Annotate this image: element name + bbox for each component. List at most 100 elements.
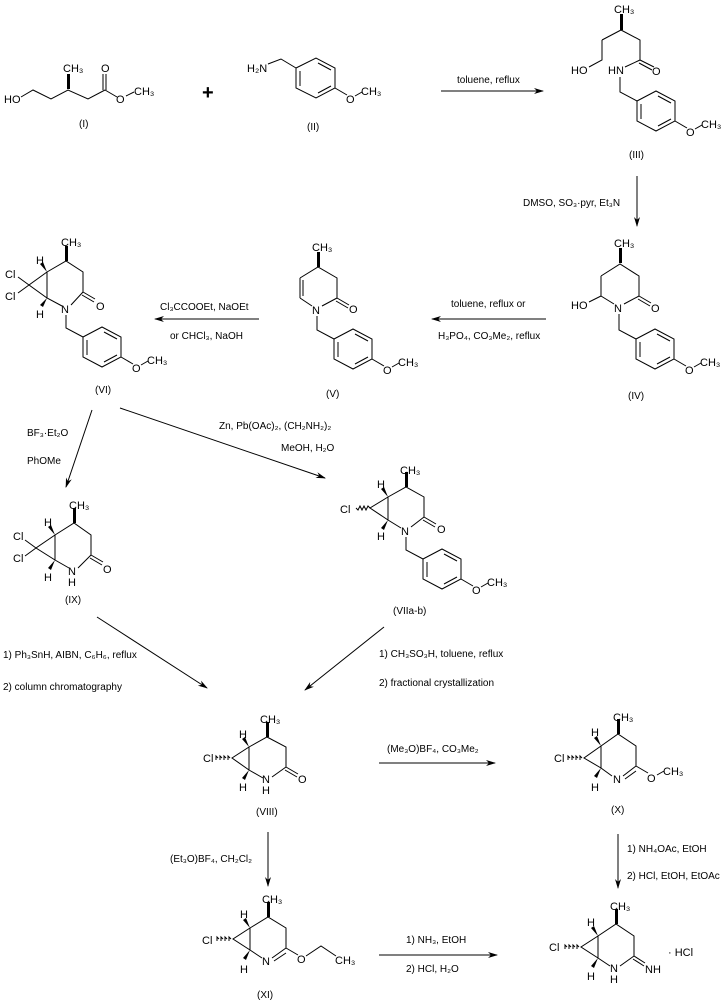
atom-O: O <box>686 127 695 139</box>
atom-H: H <box>262 785 270 797</box>
compound-label-XI: (XI) <box>257 990 273 1001</box>
atom-Cl: Cl <box>549 942 559 954</box>
atom-O: O <box>472 585 481 597</box>
atom-O: O <box>349 304 358 316</box>
atom-O: O <box>383 365 392 377</box>
conditions-step3-line2: H₃PO₄, CO₃Me₂, reflux <box>438 331 540 342</box>
hcl-salt: · HCl <box>668 947 693 959</box>
conditions-step3-line1: toluene, reflux or <box>451 299 526 310</box>
atom-CH3: CH₃ <box>147 355 167 367</box>
atom-CH3: CH₃ <box>262 894 282 906</box>
conditions-step8a-line1: 1) NH₄OAc, EtOH <box>627 844 707 855</box>
reaction-arrow-5a <box>65 409 93 488</box>
atom-N: N <box>262 774 270 786</box>
compound-final-product: CH₃ Cl H H N H NH · HCl <box>549 901 693 986</box>
conditions-step4-line1: Cl₃CCOOEt, NaOEt <box>160 302 249 313</box>
atom-CH3: CH₃ <box>613 712 633 724</box>
atom-HO: HO <box>571 65 588 77</box>
atom-H: H <box>36 255 44 267</box>
atom-H: H <box>239 782 247 794</box>
atom-Cl: Cl <box>5 291 15 303</box>
compound-label-IV: (IV) <box>628 391 644 402</box>
atom-H: H <box>44 517 52 529</box>
atom-O: O <box>116 94 125 106</box>
atom-CH3: CH₃ <box>260 714 280 726</box>
compound-label-III: (III) <box>629 150 644 161</box>
conditions-step4-line2: or CHCl₃, NaOH <box>170 331 243 342</box>
atom-H: H <box>591 782 599 794</box>
atom-O: O <box>101 63 110 75</box>
atom-N: N <box>68 566 76 578</box>
compound-V: CH₃ N O O CH₃ (V) <box>299 242 418 400</box>
atom-CH3: CH₃ <box>335 955 355 967</box>
atom-H: H <box>587 971 595 983</box>
atom-Cl: Cl <box>202 935 212 947</box>
compound-X: CH₃ Cl H H N O CH₃ (X) <box>554 712 683 816</box>
atom-CH3: CH₃ <box>312 242 332 254</box>
atom-O: O <box>132 363 141 375</box>
conditions-step8a-line2: 2) HCl, EtOH, EtOAc <box>627 871 720 882</box>
atom-H: H <box>587 917 595 929</box>
atom-CH3: CH₃ <box>400 465 420 477</box>
reaction-arrow-6a <box>96 616 208 689</box>
compound-label-VIII: (VIII) <box>256 807 278 818</box>
atom-HO: HO <box>4 94 21 106</box>
atom-H: H <box>610 974 618 986</box>
compound-II: H₂N O CH₃ (II) <box>247 57 381 133</box>
atom-Cl: Cl <box>13 531 23 543</box>
compound-VIII: CH₃ Cl H H N H O (VIII) <box>203 714 307 818</box>
atom-N: N <box>61 304 69 316</box>
atom-H2N: H₂N <box>247 63 267 75</box>
atom-O: O <box>647 773 656 785</box>
atom-CH3: CH₃ <box>701 119 721 131</box>
atom-N: N <box>613 774 621 786</box>
conditions-step6b-line2: 2) fractional crystallization <box>379 678 494 689</box>
compound-VI: CH₃ Cl Cl H H N O O CH₃ (VI) <box>5 237 167 396</box>
atom-CH3: CH₃ <box>398 357 418 369</box>
atom-O: O <box>685 365 694 377</box>
atom-CH3: CH₃ <box>69 500 89 512</box>
conditions-step5b-line1: Zn, Pb(OAc)₂, (CH₂NH₂)₂ <box>219 421 331 432</box>
reaction-arrow-5b <box>119 407 326 479</box>
atom-O: O <box>103 564 112 576</box>
compound-IX: CH₃ Cl Cl H H N H O (IX) <box>13 500 112 606</box>
conditions-step7b: (Et₃O)BF₄, CH₂Cl₂ <box>170 854 252 865</box>
atom-HN: HN <box>608 65 624 77</box>
compound-label-IX: (IX) <box>65 595 81 606</box>
conditions-step6a-line1: 1) Ph₃SnH, AIBN, C₆H₆, reflux <box>3 650 137 661</box>
conditions-step1: toluene, reflux <box>457 75 520 86</box>
conditions-step5a-line2: PhOMe <box>27 456 61 467</box>
compound-label-II: (II) <box>307 122 319 133</box>
atom-O: O <box>298 774 307 786</box>
atom-Cl: Cl <box>5 269 15 281</box>
atom-H: H <box>239 729 247 741</box>
atom-CH3: CH₃ <box>361 86 381 98</box>
atom-O: O <box>96 301 105 313</box>
conditions-step8b-line1: 1) NH₃, EtOH <box>406 935 466 946</box>
atom-O: O <box>437 524 446 536</box>
atom-CH3: CH₃ <box>610 901 630 913</box>
atom-CH3: CH₃ <box>63 63 83 75</box>
atom-O: O <box>346 94 355 106</box>
conditions-step2: DMSO, SO₃·pyr, Et₃N <box>523 198 620 209</box>
atom-NH: NH <box>645 964 661 976</box>
atom-N: N <box>614 303 622 315</box>
atom-H: H <box>591 727 599 739</box>
atom-N: N <box>401 526 409 538</box>
conditions-step6a-line2: 2) column chromatography <box>3 682 122 693</box>
atom-CH3: CH₃ <box>663 766 683 778</box>
compound-III: CH₃ HO O HN O CH₃ (III) <box>571 4 721 161</box>
conditions-step7a: (Me₃O)BF₄, CO₃Me₂ <box>387 744 479 755</box>
atom-H: H <box>240 964 248 976</box>
conditions-step6b-line1: 1) CH₃SO₃H, toluene, reflux <box>379 649 503 660</box>
atom-Cl: Cl <box>340 504 350 516</box>
compound-XI: CH₃ Cl H H N O CH₃ (XI) <box>202 894 355 1001</box>
atom-HO: HO <box>571 300 588 312</box>
atom-O: O <box>297 954 306 966</box>
atom-H: H <box>240 909 248 921</box>
atom-CH3: CH₃ <box>487 577 507 589</box>
atom-Cl: Cl <box>203 753 213 765</box>
atom-CH3: CH₃ <box>614 238 634 250</box>
atom-Cl: Cl <box>554 753 564 765</box>
